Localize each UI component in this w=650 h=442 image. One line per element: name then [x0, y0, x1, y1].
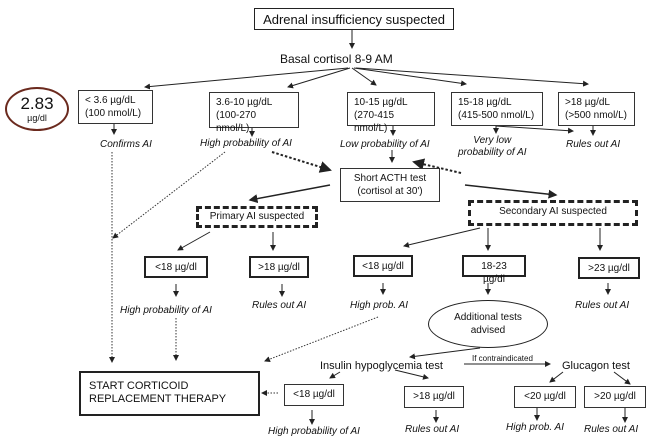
acth-line1: Short ACTH test: [353, 173, 427, 184]
secondary-gt23-label: >23 µg/dl: [588, 263, 630, 274]
basal-label: Basal cortisol 8-9 AM: [280, 52, 393, 66]
edge-secondary-lt18: [403, 227, 481, 248]
therapy-node: START CORTICOID REPLACEMENT THERAPY: [79, 371, 260, 416]
secondary-lt18-outcome: High prob. AI: [350, 300, 408, 311]
primary-title: Primary AI suspected: [209, 211, 305, 222]
primary-lt18-outcome: High probability of AI: [120, 305, 212, 316]
edge-basal-r2: [351, 67, 377, 86]
range-4-line2: (>500 nmol/L): [565, 110, 627, 121]
insulin-gt18-outcome: Rules out AI: [405, 424, 460, 435]
range-2-line1: 10-15 µg/dL: [354, 97, 408, 108]
additional-line2: advised: [470, 325, 506, 336]
secondary-mid-node: 18-23 µg/dl: [462, 255, 526, 285]
highlight-value: 2.83: [20, 94, 54, 113]
edge-basal-r3: [353, 67, 467, 87]
root-node: Adrenal insufficiency suspected: [254, 8, 454, 30]
dotted-s-high-therapy: [264, 316, 379, 362]
dotted-verylow-acth: [412, 158, 462, 174]
secondary-title: Secondary AI suspected: [499, 206, 607, 217]
range-node-3: 15-18 µg/dL (415-500 nmol/L): [451, 92, 543, 126]
range-0-line2: (100 nmol/L): [85, 108, 142, 119]
outcome-rules-out: Rules out AI: [566, 139, 621, 150]
outcome-very-low: Very low probability of AI: [458, 135, 527, 159]
range-node-1: 3.6-10 µg/dL (100-270 nmol/L): [209, 92, 299, 134]
edge-glucagon-gt20: [613, 371, 631, 385]
edge-glucagon-lt20: [549, 371, 564, 383]
range-1-line2: (100-270 nmol/L): [216, 110, 257, 134]
edge-primary-lt18: [177, 231, 211, 251]
secondary-gt23-outcome: Rules out AI: [575, 300, 630, 311]
glucagon-lt20-node: <20 µg/dl: [514, 386, 576, 408]
secondary-lt18-node: <18 µg/dl: [353, 255, 413, 277]
primary-gt18-outcome: Rules out AI: [252, 300, 307, 311]
edge-insulin-gt18: [394, 369, 429, 380]
dotted-high-therapy: [112, 151, 226, 239]
root-label: Adrenal insufficiency suspected: [263, 12, 445, 27]
range-2-line2: (270-415 nmol/L): [354, 110, 395, 134]
edge-basal-r4: [355, 67, 589, 87]
insulin-lt18-label: <18 µg/dl: [293, 389, 335, 400]
secondary-lt18-label: <18 µg/dl: [362, 261, 404, 272]
edge-add-insulin: [409, 347, 481, 360]
very-low-line1: Very low: [473, 135, 512, 146]
primary-gt18-node: >18 µg/dl: [249, 256, 309, 278]
edge-basal-r0: [144, 67, 349, 90]
acth-line2: (cortisol at 30'): [357, 186, 423, 197]
edge-acth-primary: [248, 184, 331, 204]
glucagon-lt20-outcome: High prob. AI: [506, 422, 564, 433]
range-0-line1: < 3.6 µg/dL: [85, 95, 136, 106]
additional-line1: Additional tests: [454, 312, 522, 323]
highlight-value-circle: 2.83 µg/dl: [5, 87, 69, 131]
secondary-ai-node: Secondary AI suspected: [468, 200, 638, 226]
outcome-low-prob: Low probability of AI: [340, 139, 430, 150]
glucagon-gt20-node: >20 µg/dl: [584, 386, 646, 408]
insulin-gt18-node: >18 µg/dl: [404, 386, 464, 408]
primary-lt18-label: <18 µg/dl: [155, 262, 197, 273]
edge-insulin-lt18: [329, 371, 341, 379]
glucagon-gt20-label: >20 µg/dl: [594, 391, 636, 402]
insulin-test-label: Insulin hypoglycemia test: [320, 360, 443, 372]
additional-tests-node: Additional tests advised: [428, 300, 548, 348]
range-node-0: < 3.6 µg/dL (100 nmol/L): [78, 90, 153, 124]
very-low-line2: probability of AI: [458, 147, 527, 158]
therapy-line1: START CORTICOID: [89, 380, 189, 392]
insulin-lt18-outcome: High probability of AI: [268, 426, 360, 437]
primary-gt18-label: >18 µg/dl: [258, 262, 300, 273]
outcome-high-prob: High probability of AI: [200, 138, 292, 149]
primary-lt18-node: <18 µg/dl: [144, 256, 208, 278]
outcome-confirms: Confirms AI: [100, 139, 152, 150]
insulin-lt18-node: <18 µg/dl: [284, 384, 344, 406]
range-node-2: 10-15 µg/dL (270-415 nmol/L): [347, 92, 435, 134]
primary-ai-node: Primary AI suspected: [196, 206, 318, 228]
highlight-unit: µg/dl: [27, 113, 47, 123]
acth-test-node: Short ACTH test (cortisol at 30'): [340, 168, 440, 202]
contraindicated-label: If contraindicated: [472, 354, 533, 363]
range-3-line1: 15-18 µg/dL: [458, 97, 512, 108]
glucagon-gt20-outcome: Rules out AI: [584, 424, 639, 435]
range-4-line1: >18 µg/dL: [565, 97, 610, 108]
range-node-4: >18 µg/dL (>500 nmol/L): [558, 92, 635, 126]
range-3-line2: (415-500 nmol/L): [458, 110, 535, 121]
glucagon-lt20-label: <20 µg/dl: [524, 391, 566, 402]
therapy-line2: REPLACEMENT THERAPY: [89, 393, 227, 405]
insulin-gt18-label: >18 µg/dl: [413, 391, 455, 402]
edge-basal-r1: [287, 67, 351, 89]
edge-acth-secondary: [464, 184, 558, 199]
secondary-gt23-node: >23 µg/dl: [578, 257, 640, 279]
glucagon-test-label: Glucagon test: [562, 360, 630, 372]
range-1-line1: 3.6-10 µg/dL: [216, 97, 273, 108]
edge-r3-rules: [495, 125, 574, 134]
dotted-high-acth: [271, 151, 332, 173]
secondary-mid-label: 18-23 µg/dl: [481, 261, 507, 285]
